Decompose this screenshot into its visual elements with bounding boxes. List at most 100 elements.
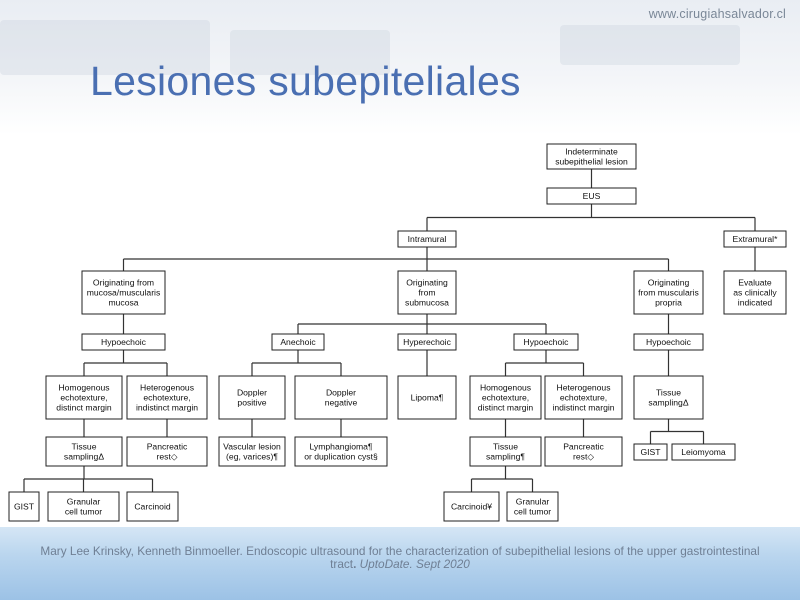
node-label: Pancreatic	[563, 442, 604, 452]
node-hyper: Hyperechoic	[397, 333, 457, 351]
node-box	[397, 375, 457, 420]
node-box	[443, 491, 500, 522]
node-box	[513, 333, 579, 351]
node-label: echotexture,	[143, 393, 190, 403]
node-label: mucosa	[108, 298, 138, 308]
node-intramural: Intramural	[397, 230, 457, 248]
node-label: rest◇	[157, 452, 178, 462]
citation-source: UptoDate. Sept 2020	[359, 557, 470, 571]
node-lipoma: Lipoma¶	[397, 375, 457, 420]
node-label: Indeterminate	[565, 147, 618, 157]
node-label: submucosa	[405, 298, 449, 308]
node-box	[506, 491, 559, 522]
node-box	[126, 491, 179, 522]
node-label: rest◇	[573, 452, 594, 462]
node-label: echotexture,	[60, 393, 107, 403]
citation-authors: Mary Lee Krinsky, Kenneth Binmoeller. En…	[40, 544, 760, 571]
node-label: from	[418, 288, 435, 298]
node-label: Hypoechoic	[101, 337, 147, 347]
header-decoration	[0, 20, 210, 75]
node-label: Evaluate	[738, 278, 772, 288]
node-label: samplingΔ	[64, 452, 104, 462]
node-box	[81, 270, 166, 315]
node-box	[397, 230, 457, 248]
node-label: (eg, varices)¶	[226, 452, 278, 462]
node-carcinoid1: Carcinoid	[126, 491, 179, 522]
node-box	[723, 230, 787, 248]
node-box	[271, 333, 325, 351]
node-label: positive	[237, 398, 266, 408]
node-label: Hypoechoic	[524, 337, 570, 347]
node-label: from muscularis	[638, 288, 699, 298]
node-label: Leiomyoma	[681, 447, 726, 457]
node-vascular: Vascular lesion(eg, varices)¶	[218, 436, 286, 467]
node-label: Tissue	[656, 388, 681, 398]
node-label: Originating	[406, 278, 448, 288]
node-label: as clinically	[733, 288, 777, 298]
edge-group-hypo1	[83, 350, 168, 376]
edge-group-tissue1	[23, 466, 154, 492]
footer-band: Mary Lee Krinsky, Kenneth Binmoeller. En…	[0, 527, 800, 600]
node-label: cell tumor	[65, 507, 102, 517]
node-lymph: Lymphangioma¶or duplication cyst§	[294, 436, 388, 467]
node-label: Homogenous	[480, 383, 531, 393]
node-label: Hyperechoic	[403, 337, 451, 347]
node-box	[546, 143, 637, 170]
node-label: mucosa/muscularis	[87, 288, 161, 298]
node-label: Tissue	[72, 442, 97, 452]
node-label: Heterogenous	[140, 383, 194, 393]
node-gist2: GIST	[633, 443, 668, 461]
node-box	[544, 436, 623, 467]
node-hypo3: Hypoechoic	[633, 333, 704, 351]
edge-group-intramural	[122, 247, 670, 271]
node-box	[397, 333, 457, 351]
node-box	[45, 436, 123, 467]
node-leio: Leiomyoma	[671, 443, 736, 461]
node-label: Vascular lesion	[223, 442, 281, 452]
node-label: Originating from	[93, 278, 154, 288]
node-label: propria	[655, 298, 682, 308]
node-box	[397, 270, 457, 315]
node-box	[126, 375, 208, 420]
node-box	[544, 375, 623, 420]
node-box	[8, 491, 40, 522]
node-label: Anechoic	[280, 337, 316, 347]
node-label: Doppler	[326, 388, 356, 398]
node-label: Hypoechoic	[646, 337, 692, 347]
node-label: Extramural*	[733, 234, 779, 244]
node-label: GIST	[640, 447, 661, 457]
node-label: Granular	[67, 497, 101, 507]
node-label: Pancreatic	[147, 442, 188, 452]
node-label: distinct margin	[56, 403, 112, 413]
node-box	[633, 270, 704, 315]
node-box	[469, 436, 542, 467]
node-box	[294, 375, 388, 420]
node-box	[294, 436, 388, 467]
edge-group-tissue3	[649, 419, 705, 444]
node-label: echotexture,	[560, 393, 607, 403]
node-box	[671, 443, 736, 461]
node-label: Tissue	[493, 442, 518, 452]
node-label: indicated	[738, 298, 773, 308]
citation-separator: .	[353, 557, 360, 571]
node-hypo2: Hypoechoic	[513, 333, 579, 351]
node-label: EUS	[583, 191, 601, 201]
header-decoration	[230, 30, 390, 75]
node-label: negative	[325, 398, 358, 408]
node-label: samplingΔ	[648, 398, 688, 408]
node-box	[218, 375, 286, 420]
node-label: GIST	[14, 502, 35, 512]
node-box	[633, 375, 704, 420]
edge-group-tissue2	[470, 466, 534, 492]
